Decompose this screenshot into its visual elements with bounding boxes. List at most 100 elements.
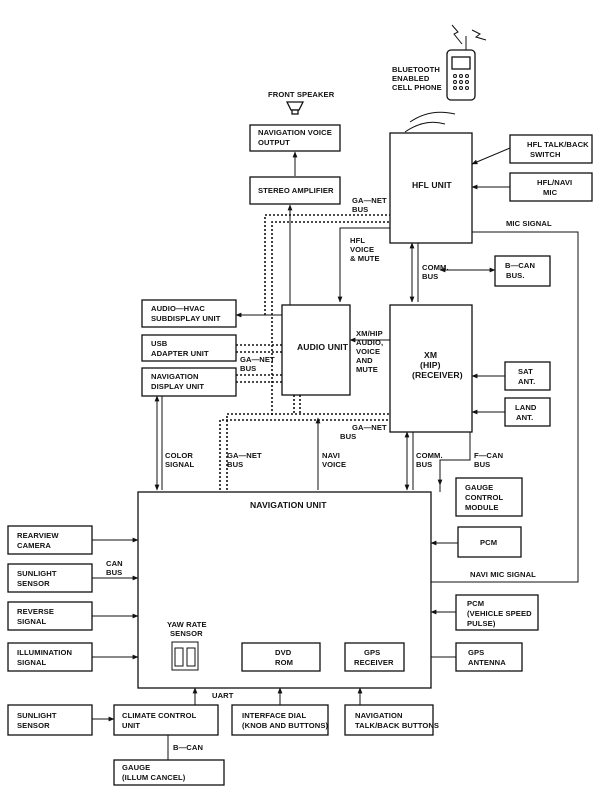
- svg-text:PCM: PCM: [480, 538, 497, 547]
- reverse-signal-block: REVERSE SIGNAL: [7, 601, 93, 631]
- svg-text:SIGNAL: SIGNAL: [17, 658, 47, 667]
- svg-text:HFL TALK/BACK: HFL TALK/BACK: [527, 140, 589, 149]
- svg-text:VOICE: VOICE: [322, 460, 346, 469]
- climate-control-unit-block: CLIMATE CONTROL UNIT: [113, 704, 219, 736]
- rearview-camera-block: REARVIEW CAMERA: [7, 525, 93, 555]
- svg-text:GAUGE: GAUGE: [465, 483, 493, 492]
- svg-text:SUBDISPLAY UNIT: SUBDISPLAY UNIT: [151, 314, 221, 323]
- land-ant-block: LAND ANT.: [504, 397, 551, 427]
- ganet-mid-label: GA—NET: [352, 423, 387, 432]
- hfl-navi-mic-block: HFL/NAVI MIC: [509, 172, 593, 202]
- svg-text:UNIT: UNIT: [122, 721, 140, 730]
- svg-text:REVERSE: REVERSE: [17, 607, 54, 616]
- svg-text:NAVIGATION: NAVIGATION: [151, 372, 199, 381]
- svg-text:BUS: BUS: [474, 460, 490, 469]
- svg-text:ANT.: ANT.: [518, 377, 535, 386]
- svg-text:REARVIEW: REARVIEW: [17, 531, 59, 540]
- comm-bus-bottom-label: COMM.: [416, 451, 443, 460]
- svg-text:USB: USB: [151, 339, 168, 348]
- svg-text:BUS: BUS: [416, 460, 432, 469]
- sat-ant-block: SAT ANT.: [504, 361, 551, 391]
- pcm-block: PCM: [457, 526, 522, 558]
- mic-signal-label: MIC SIGNAL: [506, 219, 552, 228]
- svg-text:& MUTE: & MUTE: [350, 254, 380, 263]
- connections: [92, 127, 579, 760]
- svg-text:SWITCH: SWITCH: [530, 150, 561, 159]
- phone-label: BLUETOOTH ENABLED CELL PHONE: [392, 65, 442, 92]
- speaker-icon: [285, 101, 305, 115]
- ganet-top-label: GA—NET: [352, 196, 387, 205]
- audio-hvac-block: AUDIO—HVAC SUBDISPLAY UNIT: [141, 299, 237, 328]
- svg-text:NAVIGATION: NAVIGATION: [355, 711, 403, 720]
- svg-text:(RECEIVER): (RECEIVER): [412, 370, 463, 380]
- svg-text:CONTROL: CONTROL: [465, 493, 504, 502]
- front-speaker-label: FRONT SPEAKER: [268, 90, 335, 99]
- svg-text:GPS: GPS: [468, 648, 484, 657]
- comm-bus-top-label: COMM.: [422, 263, 449, 272]
- svg-text:SENSOR: SENSOR: [17, 721, 50, 730]
- dvd-rom-block: DVD ROM: [241, 642, 321, 672]
- svg-text:ROM: ROM: [275, 658, 293, 667]
- navi-voice-label: NAVI: [322, 451, 340, 460]
- svg-text:CAMERA: CAMERA: [17, 541, 51, 550]
- svg-text:MUTE: MUTE: [356, 365, 378, 374]
- bluetooth-waves-icon: [404, 111, 456, 133]
- svg-text:GPS: GPS: [364, 648, 380, 657]
- svg-text:CELL PHONE: CELL PHONE: [392, 83, 442, 92]
- svg-text:NAVIGATION VOICE: NAVIGATION VOICE: [258, 128, 332, 137]
- svg-text:AND: AND: [356, 356, 373, 365]
- svg-text:BUS: BUS: [240, 364, 256, 373]
- usb-adapter-block: USB ADAPTER UNIT: [141, 334, 237, 362]
- svg-text:HFL UNIT: HFL UNIT: [412, 180, 452, 190]
- svg-text:XM: XM: [424, 350, 437, 360]
- svg-text:PULSE): PULSE): [467, 619, 496, 628]
- svg-text:AUDIO UNIT: AUDIO UNIT: [297, 342, 349, 352]
- svg-text:B—CAN: B—CAN: [505, 261, 535, 270]
- svg-text:RECEIVER: RECEIVER: [354, 658, 394, 667]
- hfl-voice-label: HFL: [350, 236, 365, 245]
- svg-text:SUNLIGHT: SUNLIGHT: [17, 569, 57, 578]
- gps-antenna-block: GPS ANTENNA: [455, 642, 523, 672]
- svg-text:ANT.: ANT.: [516, 413, 533, 422]
- hfl-unit-block: HFL UNIT: [389, 132, 473, 244]
- svg-text:NAVIGATION UNIT: NAVIGATION UNIT: [250, 500, 327, 510]
- svg-text:MODULE: MODULE: [465, 503, 499, 512]
- pcm-vehicle-speed-block: PCM (VEHICLE SPEED PULSE): [455, 594, 539, 631]
- svg-text:LAND: LAND: [515, 403, 537, 412]
- svg-text:CLIMATE CONTROL: CLIMATE CONTROL: [122, 711, 197, 720]
- uart-label: UART: [212, 691, 234, 700]
- svg-text:VOICE: VOICE: [350, 245, 374, 254]
- xm-unit-block: XM (HIP) (RECEIVER): [389, 304, 473, 433]
- svg-text:(VEHICLE SPEED: (VEHICLE SPEED: [467, 609, 532, 618]
- can-bus-label: CAN: [106, 559, 123, 568]
- svg-text:STEREO AMPLIFIER: STEREO AMPLIFIER: [258, 186, 334, 195]
- sunlight-sensor-block-1: SUNLIGHT SENSOR: [7, 563, 93, 593]
- interface-dial-block: INTERFACE DIAL (KNOB AND BUTTONS): [231, 704, 329, 736]
- svg-text:VOICE: VOICE: [356, 347, 380, 356]
- gps-receiver-block: GPS RECEIVER: [344, 642, 405, 672]
- svg-text:(ILLUM CANCEL): (ILLUM CANCEL): [122, 773, 186, 782]
- svg-text:SENSOR: SENSOR: [170, 629, 203, 638]
- svg-text:MIC: MIC: [543, 188, 558, 197]
- yaw-rate-sensor: YAW RATE SENSOR: [167, 620, 207, 671]
- svg-text:BUS.: BUS.: [506, 271, 525, 280]
- svg-text:ANTENNA: ANTENNA: [468, 658, 506, 667]
- svg-text:(KNOB AND BUTTONS): (KNOB AND BUTTONS): [242, 721, 329, 730]
- svg-text:SAT: SAT: [518, 367, 533, 376]
- ganet-left-label: GA—NET: [240, 355, 275, 364]
- illumination-signal-block: ILLUMINATION SIGNAL: [7, 642, 93, 672]
- f-can-bus-label: F—CAN: [474, 451, 503, 460]
- svg-text:BUS: BUS: [352, 205, 368, 214]
- color-signal-label: COLOR: [165, 451, 193, 460]
- svg-text:OUTPUT: OUTPUT: [258, 138, 290, 147]
- nav-voice-output-block: NAVIGATION VOICE OUTPUT: [249, 124, 341, 152]
- svg-text:DISPLAY UNIT: DISPLAY UNIT: [151, 382, 204, 391]
- svg-text:SIGNAL: SIGNAL: [165, 460, 195, 469]
- connection-labels: GA—NET BUS HFL VOICE & MUTE MIC SIGNAL C…: [106, 196, 552, 752]
- navigation-talk-back-block: NAVIGATION TALK/BACK BUTTONS: [344, 704, 439, 736]
- svg-text:(HIP): (HIP): [420, 360, 441, 370]
- svg-text:GAUGE: GAUGE: [122, 763, 150, 772]
- svg-text:SIGNAL: SIGNAL: [17, 617, 47, 626]
- svg-text:SUNLIGHT: SUNLIGHT: [17, 711, 57, 720]
- svg-text:BUS: BUS: [340, 432, 356, 441]
